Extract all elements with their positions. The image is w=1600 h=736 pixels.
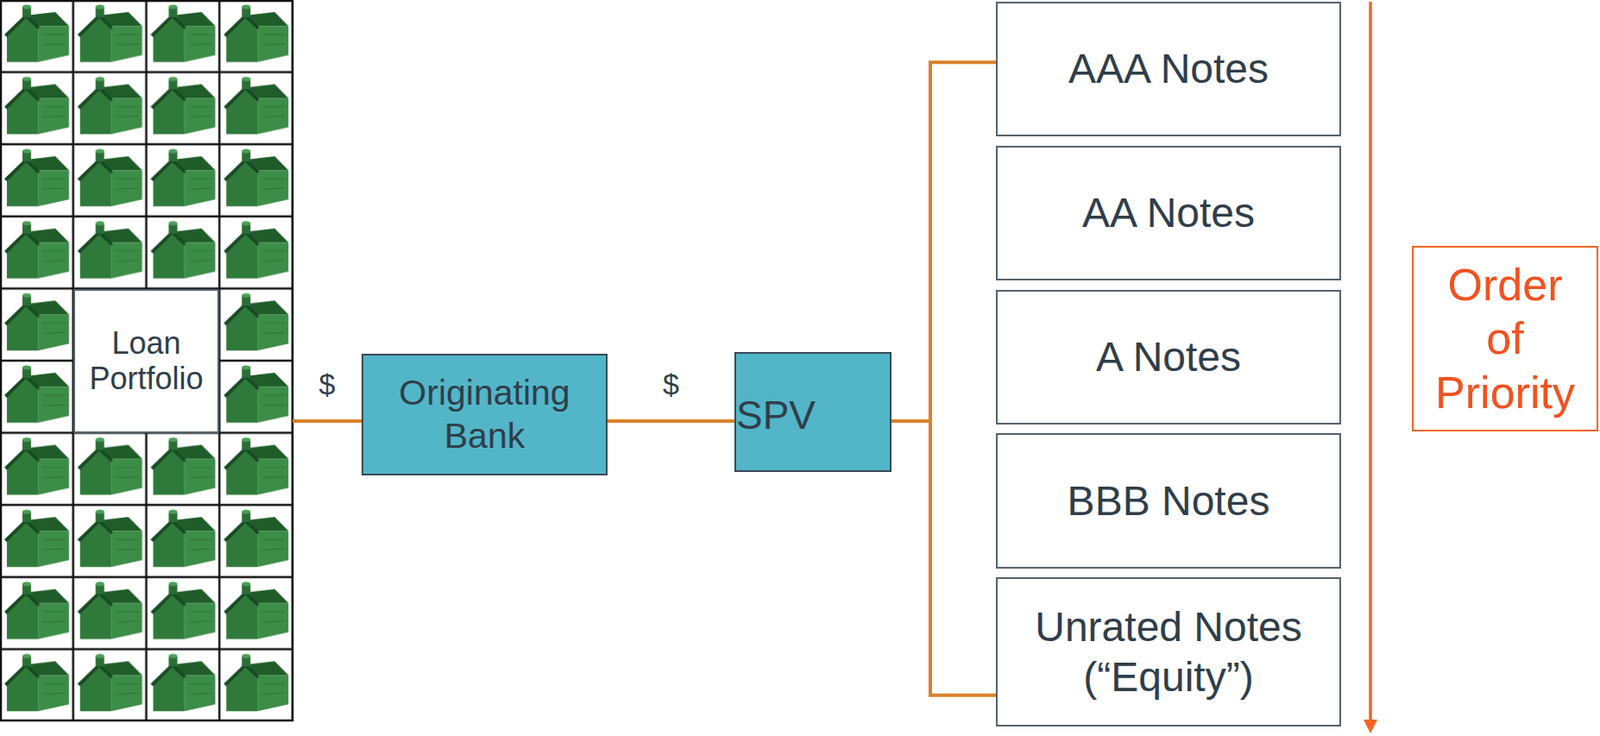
spv-box: SPV [734, 352, 892, 473]
node-label: Originating Bank [363, 371, 606, 457]
node-label: BBB Notes [1067, 476, 1271, 527]
flow-line [891, 62, 996, 422]
node-label: Order of Priority [1429, 258, 1582, 420]
node-label: Loan Portfolio [73, 289, 220, 434]
node-label: AA Notes [1082, 188, 1255, 239]
house-grid [0, 0, 293, 721]
edge-label: $ [660, 368, 682, 401]
note-tranche: BBB Notes [995, 433, 1342, 569]
node-label: SPV [736, 391, 816, 440]
note-tranche: AA Notes [995, 145, 1342, 281]
node-label: Unrated Notes (“Equity”) [1013, 602, 1324, 702]
edge-label: $ [316, 368, 339, 401]
loan-portfolio: Loan Portfolio [0, 0, 293, 722]
priority-arrowhead [1363, 719, 1378, 734]
flow-line [607, 419, 735, 423]
node-label: AAA Notes [1068, 44, 1269, 95]
priority-arrow-shaft [1368, 1, 1373, 722]
node-label: A Notes [1096, 332, 1241, 383]
flow-line [891, 421, 996, 696]
bank-box: Originating Bank [361, 353, 608, 476]
flow-line [292, 419, 362, 423]
note-tranche: AAA Notes [995, 1, 1342, 137]
note-tranche: A Notes [995, 289, 1342, 425]
priority-box: Order of Priority [1411, 245, 1599, 432]
equity-tranche: Unrated Notes (“Equity”) [995, 577, 1342, 727]
